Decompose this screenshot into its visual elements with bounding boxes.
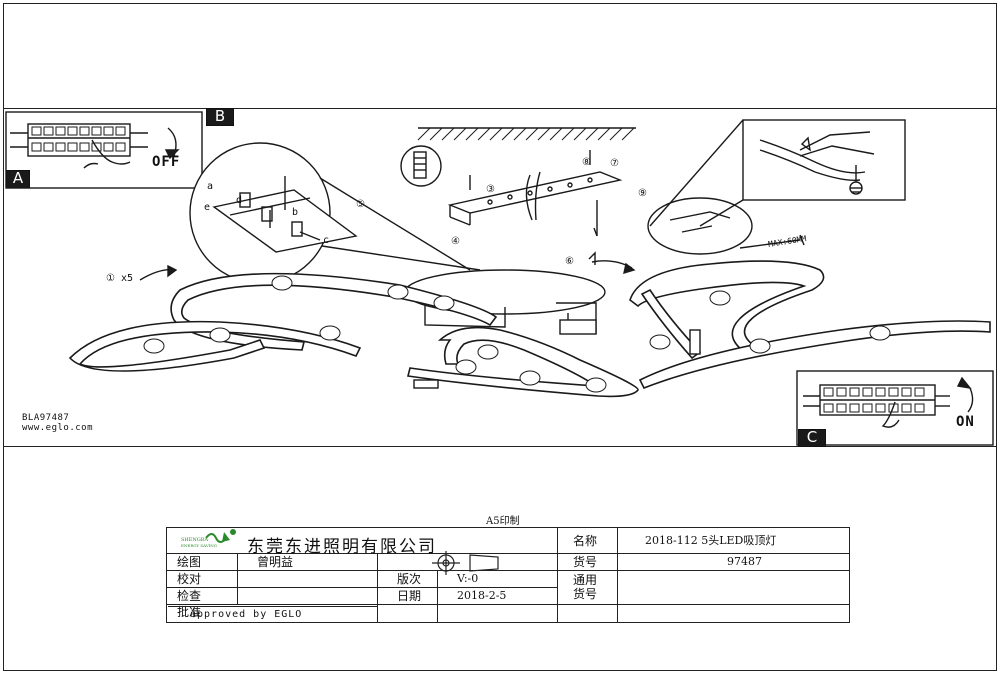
step-9-label: ⑨ <box>638 188 647 199</box>
box-pliers-outline <box>742 119 906 201</box>
drawing-frame <box>3 3 997 671</box>
pliers-and-wire <box>759 131 875 195</box>
common-label-2: 货号 <box>573 587 598 601</box>
breaker-off-diagram <box>10 123 180 169</box>
print-size: A5印制 <box>486 516 520 527</box>
approved-by: approved by EGLO <box>168 606 378 622</box>
step-5-label: ⑤ <box>356 199 365 210</box>
mounting-bracket <box>447 150 623 237</box>
led-crystals <box>143 275 891 393</box>
company-name: 东莞东进照明有限公司 <box>247 537 437 557</box>
version-label: 版次 <box>397 572 422 586</box>
breaker-on-diagram <box>803 376 974 428</box>
step-3-label: ③ <box>486 184 495 195</box>
step-8-label: ⑧ <box>582 157 591 168</box>
step-1-label: ① x5 <box>106 273 134 284</box>
callout-d: d <box>236 195 243 206</box>
strip-callout <box>647 197 753 255</box>
approve-label: 批准 <box>177 605 202 619</box>
title-block: SHENGBA ENERGY SAVING 东莞东进照明有限公司 绘图 曾明益 … <box>166 527 850 623</box>
projection-symbol <box>432 551 499 575</box>
logo-text: SHENGBA <box>181 537 209 543</box>
item-label: 货号 <box>573 555 598 569</box>
on-label: ON <box>956 414 975 430</box>
proof-label: 校对 <box>177 572 202 586</box>
callout-e: e <box>204 202 211 213</box>
common-label-1: 通用 <box>573 573 598 587</box>
lamp-arms <box>68 260 991 398</box>
tag-b: B <box>206 108 234 126</box>
off-label: OFF <box>152 154 181 170</box>
date-value: 2018-2-5 <box>457 589 507 602</box>
tag-c: C <box>798 429 826 447</box>
bottom-divider <box>3 446 997 447</box>
callout-b: b <box>292 207 299 218</box>
version-value: V:-0 <box>457 572 479 585</box>
step-4-label: ④ <box>451 236 460 247</box>
drawn-value: 曾明益 <box>257 555 294 569</box>
name-value: 2018-112 5头LED吸顶灯 <box>645 534 777 547</box>
company-logo-mark <box>205 529 236 543</box>
item-value: 97487 <box>727 555 762 568</box>
logo-subtext: ENERGY SAVING <box>181 543 217 548</box>
box-c-outline <box>796 370 994 446</box>
wall-plug-detail <box>400 145 442 187</box>
website: www.eglo.com <box>22 423 94 433</box>
check-label: 检查 <box>177 589 202 603</box>
callout-a: a <box>207 181 214 192</box>
drawn-label: 绘图 <box>177 555 202 569</box>
box-a-outline <box>5 111 203 189</box>
step-6-label: ⑥ <box>565 256 574 267</box>
step-7-label: ⑦ <box>610 158 619 169</box>
callout-c: c <box>323 235 330 246</box>
drawing-code: BLA97487 <box>22 413 70 423</box>
terminal-block <box>212 176 358 253</box>
name-label: 名称 <box>573 534 598 548</box>
top-divider <box>3 108 997 109</box>
date-label: 日期 <box>397 589 422 603</box>
